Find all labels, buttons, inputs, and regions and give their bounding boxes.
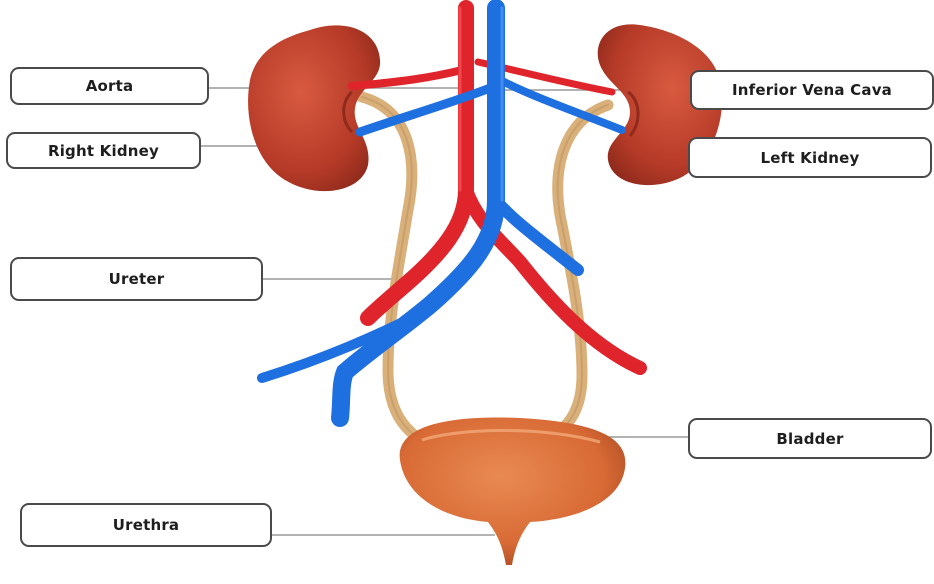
label-urethra: Urethra (20, 503, 272, 547)
label-right-kidney: Right Kidney (6, 132, 201, 169)
bladder (400, 417, 626, 565)
label-bladder: Bladder (688, 418, 932, 459)
label-left-kidney: Left Kidney (688, 137, 932, 178)
right-kidney (248, 25, 380, 191)
label-ureter: Ureter (10, 257, 263, 301)
label-inferior-vena-cava: Inferior Vena Cava (690, 70, 934, 110)
label-aorta: Aorta (10, 67, 209, 105)
